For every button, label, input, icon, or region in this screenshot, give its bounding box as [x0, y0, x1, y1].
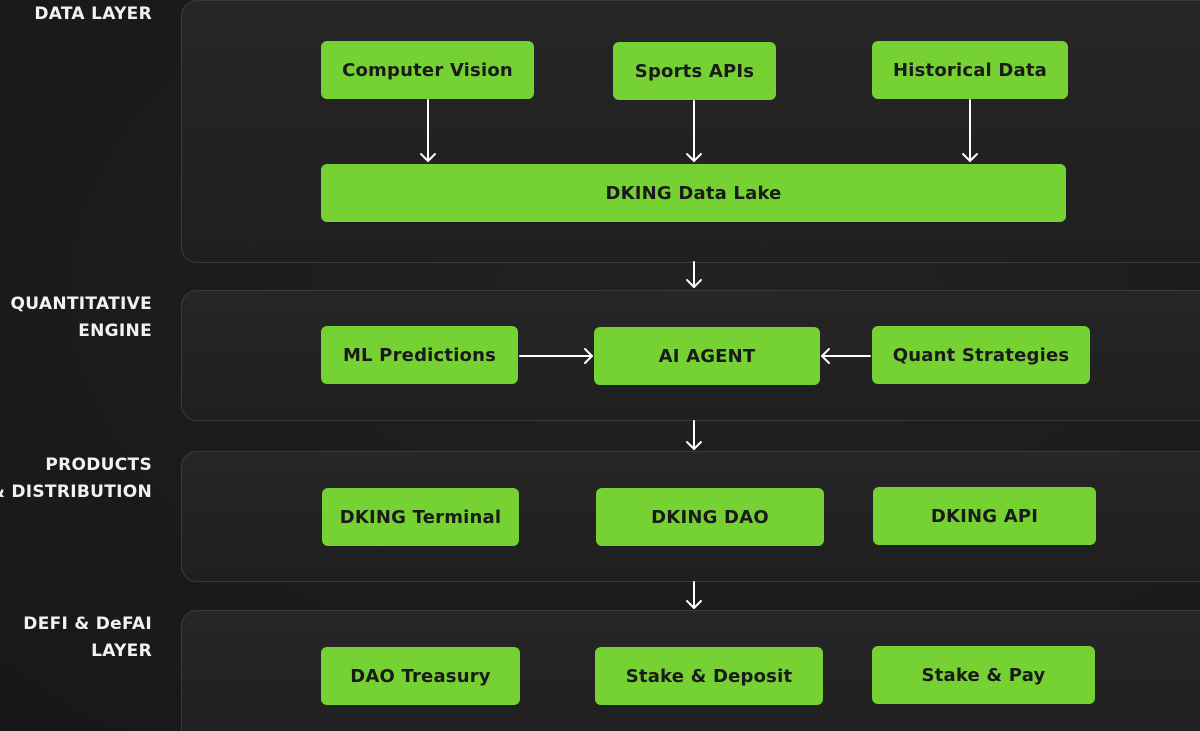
- node-data-lake: DKING Data Lake: [321, 164, 1066, 222]
- node-stake-pay: Stake & Pay: [872, 646, 1095, 704]
- node-dking-terminal: DKING Terminal: [322, 488, 519, 546]
- arrow-layer3-to-layer4: [686, 581, 702, 609]
- node-dking-dao: DKING DAO: [596, 488, 824, 546]
- layer-label-data: DATA LAYER: [34, 1, 152, 28]
- node-dao-treasury: DAO Treasury: [321, 647, 520, 705]
- arrow-layer1-to-layer2: [686, 261, 702, 288]
- arrow-layer2-to-layer3: [686, 420, 702, 450]
- layer-label-line: PRODUCTS: [45, 455, 152, 475]
- node-computer-vision: Computer Vision: [321, 41, 534, 99]
- node-quant-strategies: Quant Strategies: [872, 326, 1090, 384]
- node-sports-apis: Sports APIs: [613, 42, 776, 100]
- layer-label-defi: DEFI & DeFAI LAYER: [23, 611, 152, 665]
- node-ml-predictions: ML Predictions: [321, 326, 518, 384]
- panel-data-layer: [181, 0, 1200, 263]
- layer-label-line: QUANTITATIVE: [10, 294, 152, 314]
- node-dking-api: DKING API: [873, 487, 1096, 545]
- layer-label-line: LAYER: [91, 641, 152, 661]
- layer-label-quant: QUANTITATIVE ENGINE: [11, 291, 152, 345]
- layer-label-line: ENGINE: [78, 321, 152, 341]
- layer-label-line: DATA LAYER: [34, 4, 152, 24]
- node-stake-deposit: Stake & Deposit: [595, 647, 823, 705]
- node-ai-agent: AI AGENT: [594, 327, 820, 385]
- layer-label-products: PRODUCTS & DISTRIBUTION: [0, 452, 152, 506]
- layer-label-line: & DISTRIBUTION: [0, 482, 152, 502]
- layer-label-line: DEFI & DeFAI: [23, 614, 152, 634]
- node-historical-data: Historical Data: [872, 41, 1068, 99]
